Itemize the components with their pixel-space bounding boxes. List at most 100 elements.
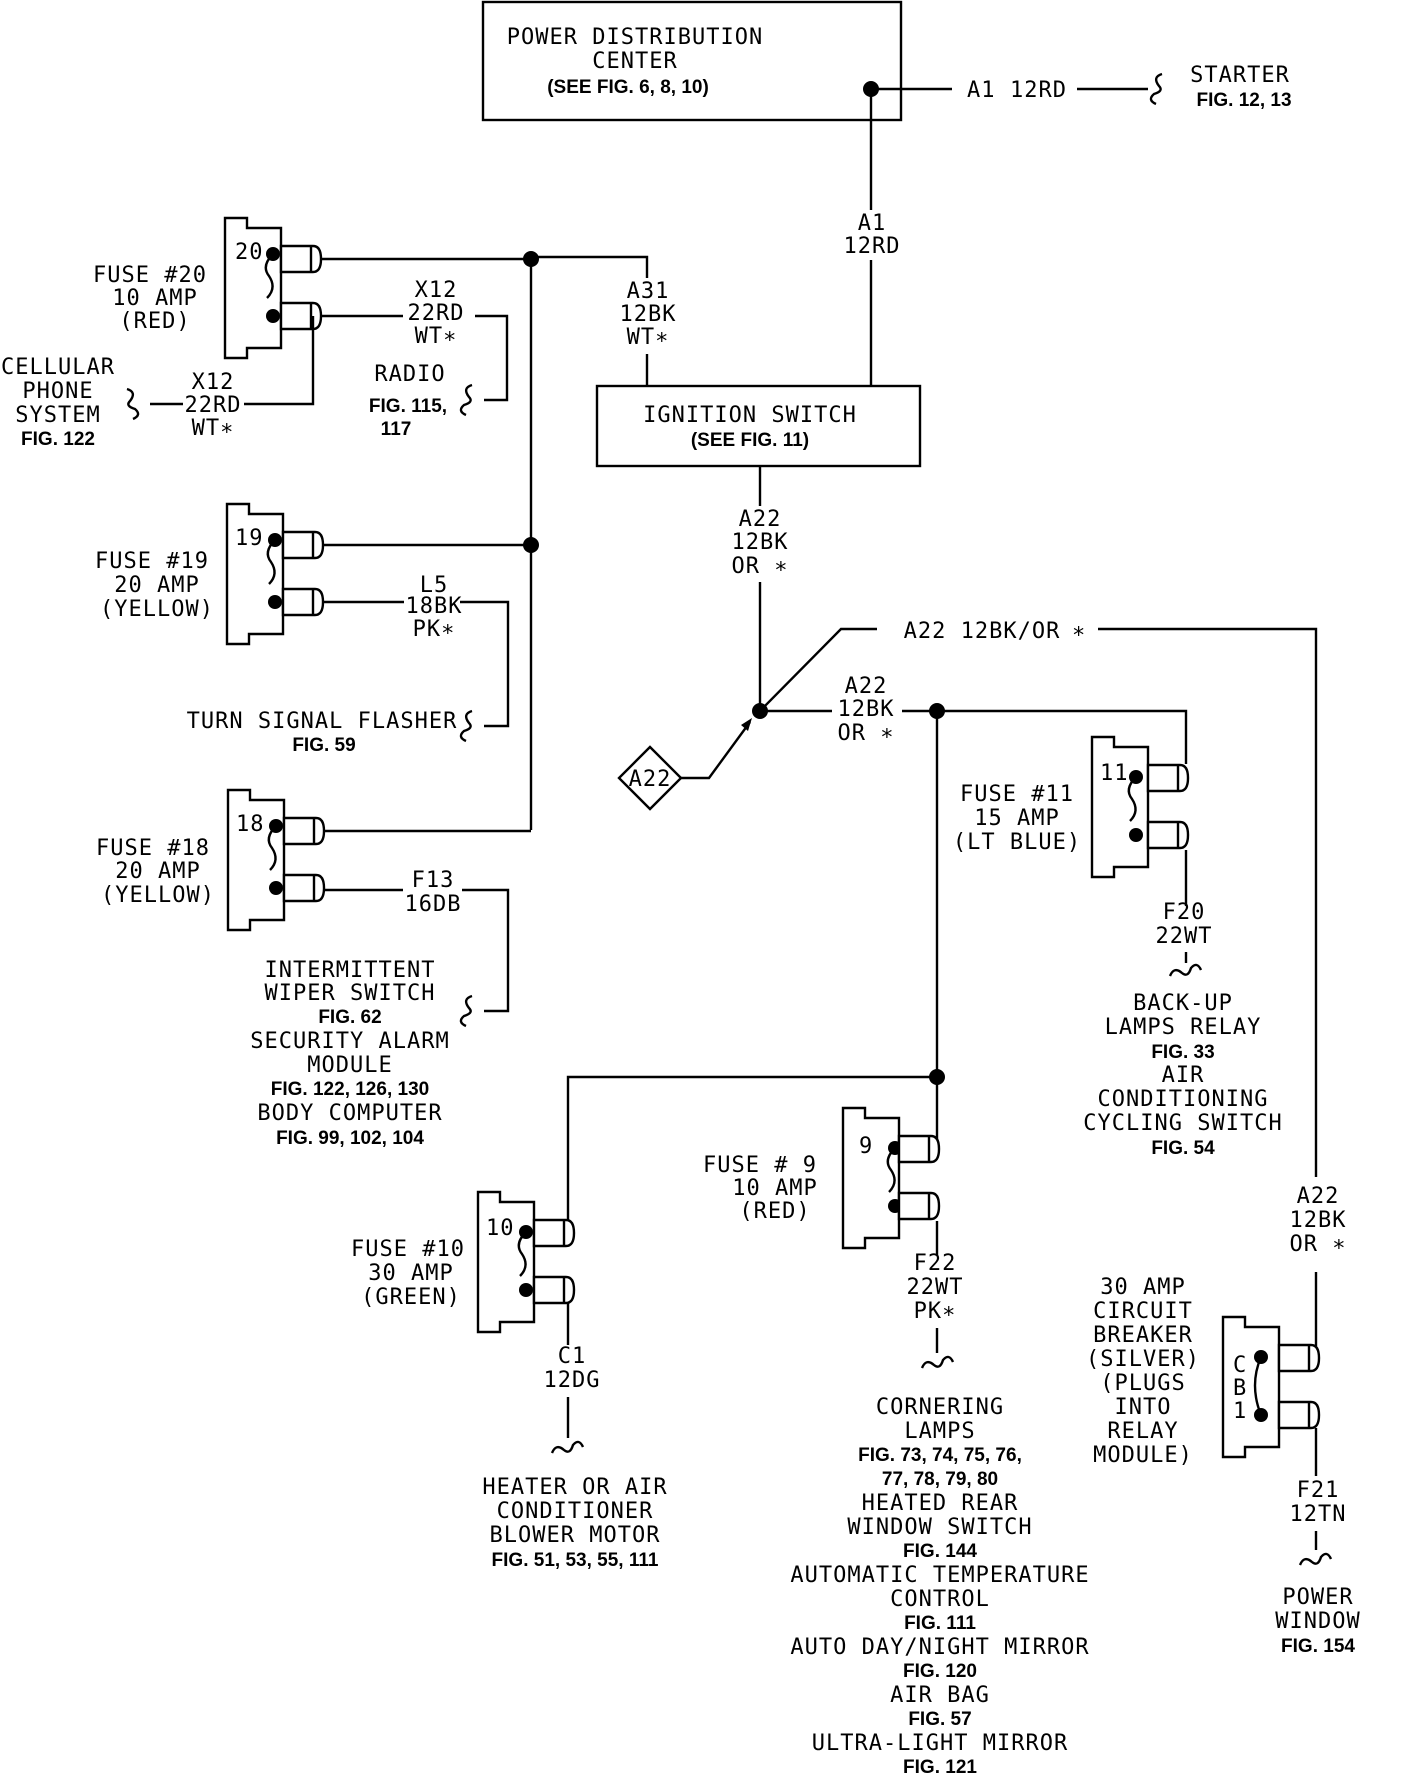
ac-label-2: CONDITIONING (1098, 1087, 1269, 1112)
fuse-19: 19 (225, 502, 325, 646)
cb1-label-1: 30 AMP (1100, 1275, 1185, 1300)
a22-main-gauge: 12BK (732, 530, 789, 555)
a22-right-id: A22 (1297, 1184, 1340, 1209)
l5-gauge: 18BK (406, 594, 463, 619)
ultra-mirror-fig: FIG. 121 (903, 1757, 977, 1778)
fuse-11: 11 (1090, 735, 1190, 879)
cornering-connector-symbol (920, 1355, 955, 1369)
a31-tracer: WT∗ (627, 325, 670, 350)
fuse-20-number: 20 (235, 240, 264, 265)
turn-signal-label: TURN SIGNAL FLASHER (187, 709, 458, 734)
heated-rear-fig: FIG. 144 (903, 1541, 977, 1562)
wiper-fig-1: FIG. 62 (318, 1007, 381, 1028)
f20-id: F20 (1163, 900, 1206, 925)
power-window-label-1: POWER (1282, 1585, 1353, 1610)
fuse-10-number: 10 (486, 1216, 515, 1241)
fuse-11-amp: 15 AMP (974, 806, 1059, 831)
circuit-breaker-cb1: C B 1 (1221, 1315, 1321, 1459)
cornering-label-2: LAMPS (904, 1419, 975, 1444)
cb1-letter-b: B (1233, 1376, 1247, 1401)
cb1-label-8: MODULE) (1093, 1443, 1193, 1468)
a22-top-label: A22 12BK/OR (904, 619, 1061, 644)
cb1-letter-c: C (1233, 1353, 1247, 1378)
x12-radio-wire (475, 314, 509, 402)
fuse-10: 10 (476, 1190, 576, 1334)
x12-cell-tracer: WT∗ (192, 416, 235, 441)
mirror-label: AUTO DAY/NIGHT MIRROR (790, 1635, 1089, 1660)
f22-gauge: 22WT (907, 1275, 964, 1300)
security-label-1: SECURITY ALARM (250, 1029, 449, 1054)
a22-main-id: A22 (739, 507, 782, 532)
f21-gauge: 12TN (1290, 1502, 1347, 1527)
a31-id: A31 (627, 279, 670, 304)
backup-connector-symbol (1168, 963, 1203, 977)
fuse-20: 20 (223, 216, 323, 360)
a22-right-gauge: 12BK (1290, 1208, 1347, 1233)
starter-fig: FIG. 12, 13 (1196, 90, 1291, 111)
a22-top-wire (759, 627, 877, 712)
starter-label: STARTER (1190, 63, 1290, 88)
a22-diamond-label: A22 (629, 767, 672, 792)
power-window-fig: FIG. 154 (1281, 1636, 1355, 1657)
cornering-label-1: CORNERING (876, 1395, 1004, 1420)
heater-label-3: BLOWER MOTOR (490, 1523, 661, 1548)
radio-fig-2: 117 (381, 419, 412, 440)
heater-label-1: HEATER OR AIR (482, 1475, 667, 1500)
f13-gauge: 16DB (405, 892, 462, 917)
a22-right-tracer: OR ∗ (1290, 1232, 1347, 1257)
fuse-11-number: 11 (1100, 761, 1129, 786)
cb1-label-5: (PLUGS (1100, 1371, 1185, 1396)
cb1-number: 1 (1233, 1399, 1247, 1424)
ac-fig: FIG. 54 (1151, 1138, 1215, 1159)
c1-id: C1 (558, 1344, 587, 1369)
f21-id: F21 (1297, 1478, 1340, 1503)
cellular-label-2: PHONE (22, 379, 93, 404)
f22-id: F22 (914, 1251, 957, 1276)
fuse-10-amp: 30 AMP (368, 1261, 453, 1286)
x12-cell-id: X12 (192, 370, 235, 395)
x12-cell-wire (244, 316, 315, 406)
pdc-fig-ref: (SEE FIG. 6, 8, 10) (547, 77, 709, 98)
radio-fig-1: FIG. 115, (369, 396, 447, 417)
fuse-18-number: 18 (236, 812, 265, 837)
fuse-18-name: FUSE #18 (96, 836, 210, 861)
fuse-10-name: FUSE #10 (351, 1237, 465, 1262)
fuse-11-name: FUSE #11 (960, 782, 1074, 807)
a22-branch-gauge: 12BK (838, 697, 895, 722)
heater-fig: FIG. 51, 53, 55, 111 (492, 1550, 659, 1571)
x12-radio-id: X12 (415, 278, 458, 303)
cb1-label-3: BREAKER (1093, 1323, 1193, 1348)
ac-label-1: AIR (1162, 1063, 1205, 1088)
a22-diamond-marker: A22 (617, 745, 683, 811)
l5-id: L5 (420, 573, 449, 598)
a22-main-tracer: OR ∗ (732, 554, 789, 579)
radio-label: RADIO (374, 362, 445, 387)
a22-top-star: ∗ (1072, 619, 1086, 644)
c1-gauge: 12DG (544, 1368, 601, 1393)
pdc-title: POWER DISTRIBUTION (507, 25, 763, 50)
a31-gauge: 12BK (620, 302, 677, 327)
fuse-10-color: (GREEN) (361, 1285, 461, 1310)
fuse-9-color: (RED) (739, 1199, 810, 1224)
fuse-9-name: FUSE # 9 (703, 1153, 817, 1178)
power-window-connector-symbol (1298, 1552, 1333, 1566)
fuse10-feed-wire (566, 1075, 937, 1222)
a22-switch-arm (681, 721, 751, 780)
starter-connector-symbol (1149, 72, 1163, 106)
f13-id: F13 (412, 868, 455, 893)
backup-fig: FIG. 33 (1151, 1042, 1214, 1063)
power-window-label-2: WINDOW (1275, 1609, 1360, 1634)
turn-signal-fig: FIG. 59 (292, 735, 355, 756)
x12-radio-gauge: 22RD (408, 301, 465, 326)
body-computer-fig: FIG. 99, 102, 104 (276, 1128, 424, 1149)
a1-starter-id: A1 (967, 78, 996, 103)
wiper-connector-symbol (459, 994, 473, 1028)
fuse-11-color: (LT BLUE) (953, 830, 1081, 855)
fuse-9: 9 (841, 1106, 941, 1250)
f20-gauge: 22WT (1156, 924, 1213, 949)
a22-right-wire (1098, 627, 1318, 1177)
backup-label-1: BACK-UP (1133, 991, 1233, 1016)
atc-label-1: AUTOMATIC TEMPERATURE (790, 1563, 1089, 1588)
cellular-connector-symbol (126, 387, 140, 421)
